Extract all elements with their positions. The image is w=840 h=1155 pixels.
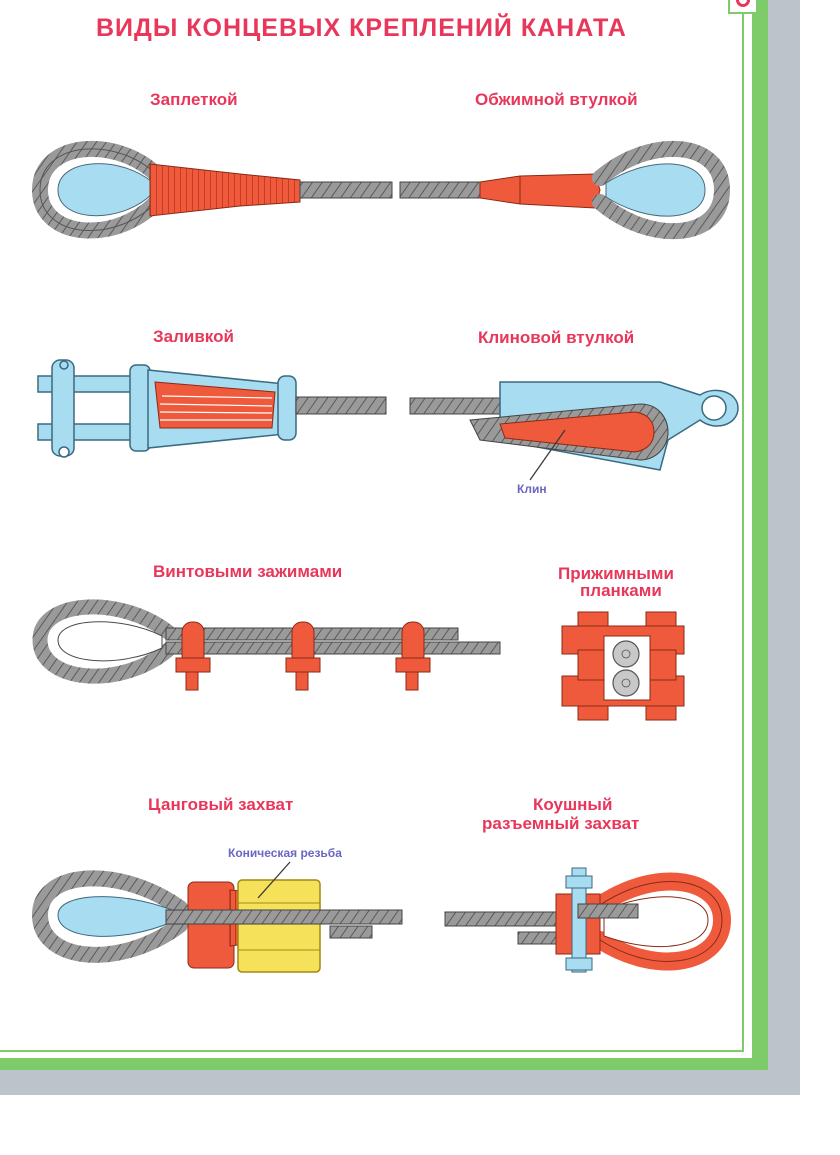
figure-crimp-sleeve bbox=[399, 140, 731, 240]
label-crimp-sleeve: Обжимной втулкой bbox=[475, 90, 638, 109]
figure-press-plates bbox=[561, 611, 685, 721]
figure-splice bbox=[31, 140, 393, 239]
figure-collet-grip bbox=[31, 861, 403, 973]
clamp-2 bbox=[285, 621, 321, 691]
note-wedge: Клин bbox=[517, 482, 547, 496]
clamp-1 bbox=[175, 621, 211, 691]
label-pouring: Заливкой bbox=[153, 327, 234, 346]
figure-pouring bbox=[37, 359, 387, 458]
poster-title: ВИДЫ КОНЦЕВЫХ КРЕПЛЕНИЙ КАНАТА bbox=[96, 14, 627, 42]
figure-wedge-sleeve bbox=[409, 381, 739, 481]
label-wedge-sleeve: Клиновой втулкой bbox=[478, 328, 635, 347]
label-screw-clamps: Винтовыми зажимами bbox=[153, 562, 343, 581]
poster-inner-border bbox=[0, 0, 744, 1052]
label-collet-grip: Цанговый захват bbox=[148, 795, 294, 814]
label-press-plates-2: планками bbox=[580, 581, 662, 600]
label-thimble-split-2: разъемный захват bbox=[482, 814, 640, 833]
label-splice: Заплеткой bbox=[150, 90, 238, 109]
figure-thimble-split bbox=[444, 867, 732, 973]
label-press-plates-1: Прижимными bbox=[558, 564, 674, 583]
clamp-3 bbox=[395, 621, 431, 691]
note-conical-thread: Коническая резьба bbox=[228, 846, 342, 860]
figure-screw-clamps bbox=[32, 599, 501, 691]
page-number-tab bbox=[728, 0, 758, 14]
label-thimble-split-1: Коушный bbox=[533, 795, 613, 814]
